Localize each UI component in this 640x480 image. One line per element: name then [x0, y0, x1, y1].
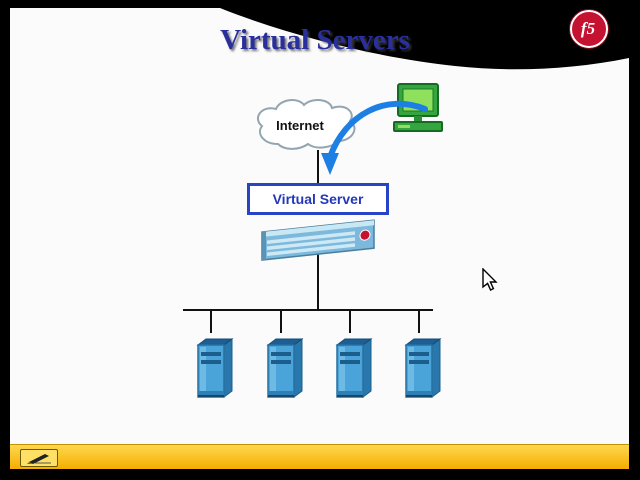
connection-arrow-icon	[321, 100, 428, 175]
top-swoosh-decoration	[220, 8, 629, 70]
f5-logo-text: f5	[580, 19, 596, 38]
server-tower-icon	[190, 333, 238, 403]
server-drop-line	[349, 311, 351, 333]
mouse-cursor	[482, 268, 498, 291]
internet-cloud-icon	[257, 99, 356, 150]
virtual-server-box: Virtual Server	[247, 183, 389, 215]
internet-label: Internet	[276, 118, 324, 133]
server-drop-line	[210, 311, 212, 333]
pen-tool-button[interactable]	[20, 449, 58, 467]
server-drop-line	[280, 311, 282, 333]
slide-title: Virtual Servers	[220, 24, 410, 56]
server-drop-line	[418, 311, 420, 333]
virtual-server-label: Virtual Server	[272, 191, 364, 207]
bottom-bar	[10, 444, 629, 469]
slide: Virtual Servers f5 Internet	[10, 8, 629, 469]
server-tower-icon	[329, 333, 377, 403]
f5-logo: f5	[570, 10, 608, 48]
server-tower-icon	[260, 333, 308, 403]
connector-line-cloud-to-box	[317, 150, 319, 183]
connector-line-appliance-to-bus	[317, 252, 319, 310]
pen-icon	[27, 454, 51, 464]
network-bus-line	[183, 309, 433, 311]
server-tower-icon	[398, 333, 446, 403]
bigip-appliance-icon	[261, 219, 375, 261]
